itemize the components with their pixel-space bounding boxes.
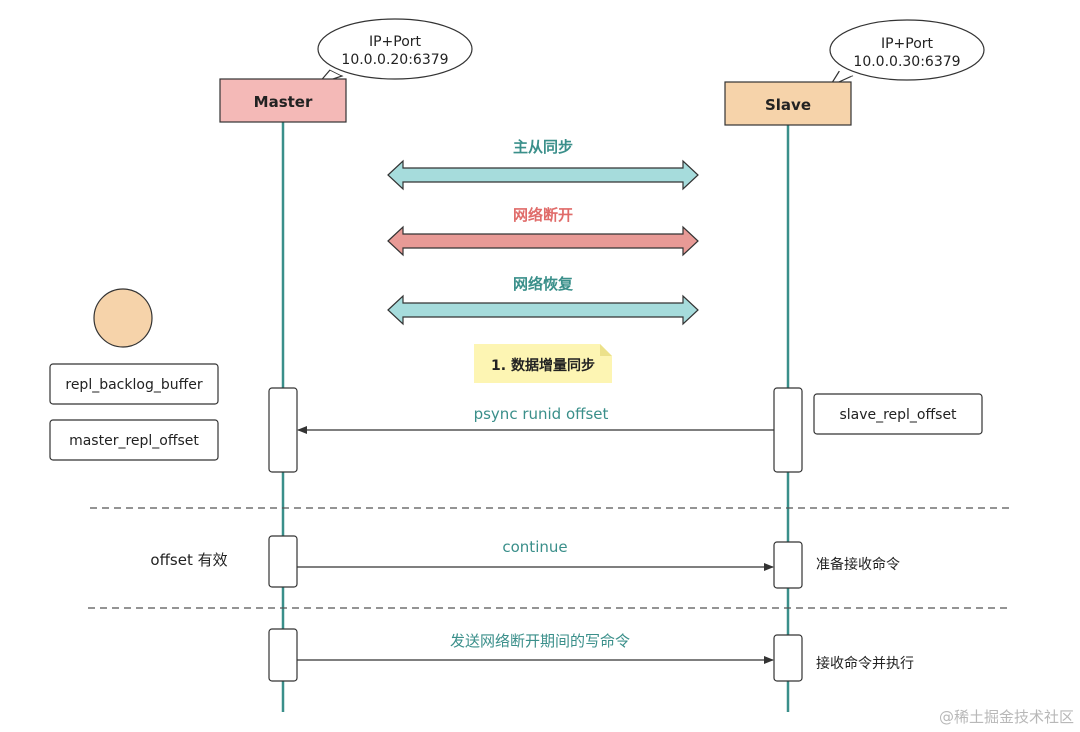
phase-recover-label: 网络恢复 bbox=[513, 275, 574, 293]
slave-bubble-line1: IP+Port bbox=[881, 36, 934, 52]
slave-repl-offset-box: slave_repl_offset bbox=[813, 393, 983, 435]
slave-repl-offset-label: slave_repl_offset bbox=[839, 407, 957, 423]
incremental-sync-note: 1. 数据增量同步 bbox=[474, 344, 612, 383]
master-bubble-line1: IP+Port bbox=[369, 34, 422, 50]
psync-message-label: psync runid offset bbox=[474, 405, 609, 423]
slave-participant: Slave bbox=[724, 81, 852, 126]
phase-sync-label: 主从同步 bbox=[513, 138, 573, 156]
phase-sync-arrow bbox=[387, 159, 699, 191]
continue-message-label: continue bbox=[502, 538, 567, 556]
master-repl-offset-box: master_repl_offset bbox=[49, 419, 219, 461]
slave-activation-2 bbox=[773, 541, 803, 589]
master-repl-offset-label: master_repl_offset bbox=[69, 433, 199, 449]
slave-execute-label: 接收命令并执行 bbox=[816, 655, 914, 672]
slave-label: Slave bbox=[765, 96, 811, 114]
master-activation-3 bbox=[268, 628, 298, 682]
offset-valid-label: offset 有效 bbox=[150, 551, 227, 569]
note-text: 1. 数据增量同步 bbox=[491, 357, 595, 374]
master-label: Master bbox=[254, 93, 313, 111]
backlog-buffer-box: repl_backlog_buffer bbox=[49, 363, 219, 405]
slave-activation-1 bbox=[773, 387, 803, 473]
slave-bubble-line2: 10.0.0.30:6379 bbox=[853, 54, 960, 70]
slave-ready-label: 准备接收命令 bbox=[816, 556, 900, 573]
master-circle-icon bbox=[93, 288, 153, 348]
slave-address-bubble: IP+Port 10.0.0.30:6379 bbox=[828, 19, 985, 88]
watermark: @稀土掘金技术社区 bbox=[939, 708, 1074, 726]
send-commands-label: 发送网络断开期间的写命令 bbox=[450, 632, 630, 650]
phase-recover-arrow bbox=[387, 294, 699, 326]
master-activation-1 bbox=[268, 387, 298, 473]
master-activation-2 bbox=[268, 535, 298, 588]
master-bubble-line2: 10.0.0.20:6379 bbox=[341, 52, 448, 68]
backlog-buffer-label: repl_backlog_buffer bbox=[65, 377, 202, 393]
phase-disconnect-arrow bbox=[387, 225, 699, 257]
phase-disconnect-label: 网络断开 bbox=[513, 206, 573, 224]
master-participant: Master bbox=[219, 78, 347, 123]
slave-activation-3 bbox=[773, 634, 803, 682]
master-address-bubble: IP+Port 10.0.0.20:6379 bbox=[316, 18, 473, 86]
